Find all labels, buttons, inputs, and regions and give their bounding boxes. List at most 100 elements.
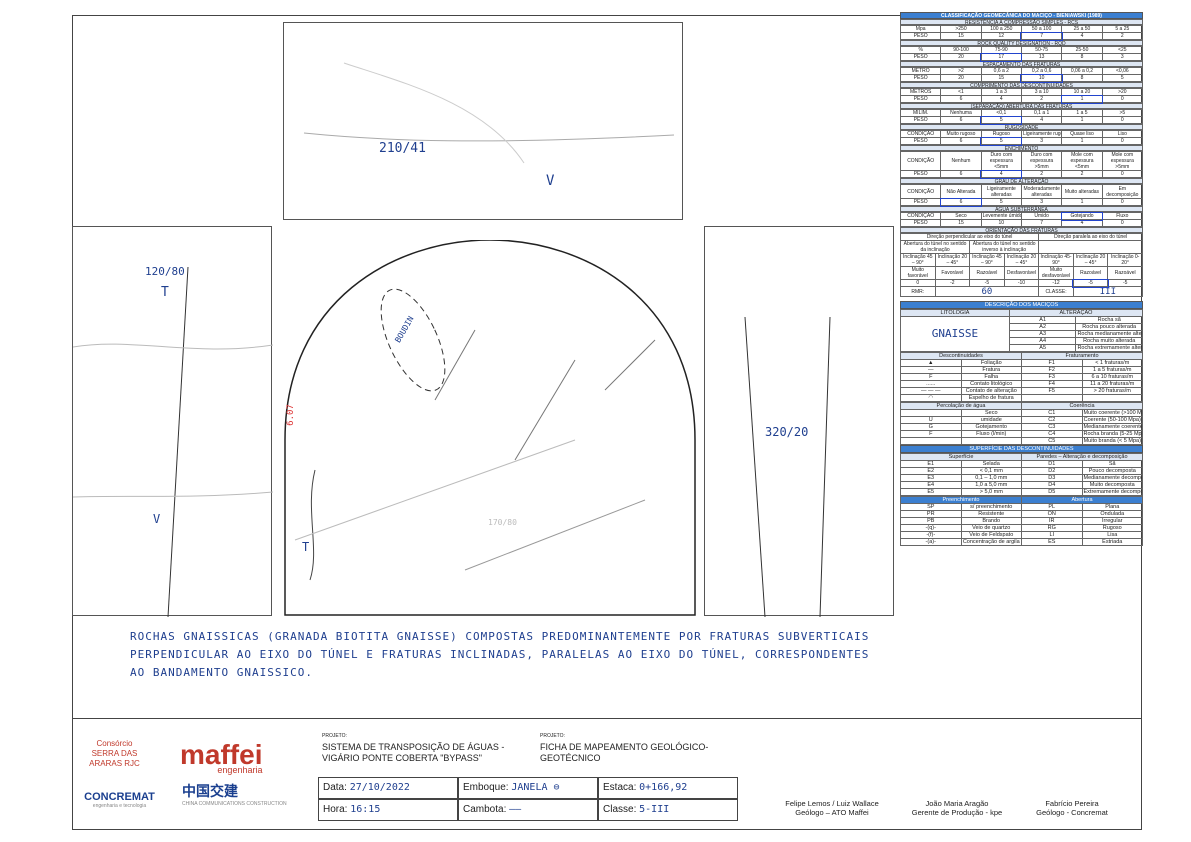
esp-title: ESPAÇAMENTO DAS FRATURAS <box>900 61 1143 68</box>
lithology-value: GNAISSE <box>900 316 1010 352</box>
form-title: CLASSIFICAÇÃO GEOMECÂNICA DO MACIÇO - BI… <box>900 12 1143 19</box>
tunnel-attitude-label: 170/80 <box>488 518 517 527</box>
left-wall-panel: 120/80 T V <box>72 226 274 618</box>
ori-title: ORIENTAÇÃO DAS FRATURAS <box>900 227 1143 234</box>
rug-title: RUGOSIDADE <box>900 124 1143 131</box>
classe-field: Classe: 5-III <box>598 799 738 821</box>
sheet-title: PROJETO:FICHA DE MAPEAMENTO GEOLÓGICO-GE… <box>540 733 709 763</box>
rcs-title: RESISTÊNCIA À COMPRESSÃO SIMPLES - RCS <box>900 19 1143 26</box>
estaca-field: Estaca: 0+166,92 <box>598 777 738 799</box>
rqd-title: ROCK QUALITY DESIGNATION - RQD <box>900 40 1143 47</box>
table-row: ◠Espelho de fratura <box>900 394 1143 402</box>
rmr-classification-form: CLASSIFICAÇÃO GEOMECÂNICA DO MACIÇO - BI… <box>899 12 1144 546</box>
table-row: 0-2-5-10-12-5-5 <box>900 278 1143 288</box>
table-row: Inclinação 45 – 90°Inclinação 20 – 45°In… <box>900 253 1143 267</box>
hora-field: Hora: 16:15 <box>318 799 458 821</box>
serra-das-araras-logo: Consórcio SERRA DAS ARARAS RJC <box>89 739 140 768</box>
sep-title: (SEPARAÇÃO) ABERTURA DAS FRATURAS <box>900 103 1143 110</box>
project-title: PROJETO:SISTEMA DE TRANSPOSIÇÃO DE ÁGUAS… <box>322 733 505 763</box>
tunnel-face-sketch <box>284 240 696 616</box>
falha-icon: F <box>900 373 962 381</box>
contato-alteracao-icon: — — — <box>900 387 962 395</box>
left-t-symbol: T <box>161 285 169 300</box>
contato-litologico-icon: ...... <box>900 380 962 388</box>
cambota-field: Cambota: —— <box>458 799 598 821</box>
tunnel-height-label: 6.07 <box>285 404 296 426</box>
left-v-symbol: V <box>153 512 161 526</box>
sup-title: SUPERFÍCIE DAS DESCONTINUIDADES <box>900 445 1143 453</box>
foliacao-icon: ▲ <box>900 359 962 367</box>
left-attitude-label: 120/80 <box>145 265 185 278</box>
enc-title: ENCHIMENTO <box>900 145 1143 152</box>
desc-title: DESCRIÇÃO DOS MACIÇOS <box>900 301 1143 309</box>
table-row: Abertura do túnel no sentido da inclinaç… <box>899 240 1143 254</box>
roof-sketch <box>303 62 675 164</box>
geology-note: ROCHAS GNAISSICAS (GRANADA BIOTITA GNAIS… <box>130 630 870 679</box>
rmr-value: 60 <box>934 286 1040 297</box>
left-wall-sketch <box>72 266 274 618</box>
emboque-field: Emboque: JANELA ⊖ <box>458 777 598 799</box>
right-attitude-label: 320/20 <box>765 425 809 439</box>
agua-title: ÁGUA SUBTERRÂNEA <box>900 206 1143 213</box>
right-wall-sketch <box>744 316 831 618</box>
